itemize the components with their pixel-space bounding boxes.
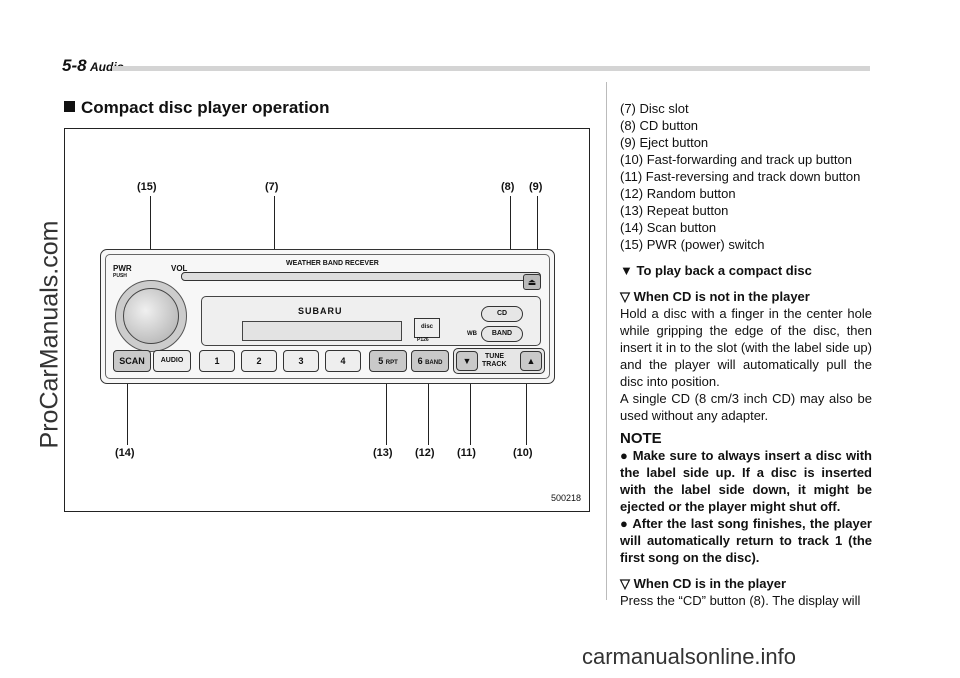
instruction-paragraph: A single CD (8 cm/3 inch CD) may also be… xyxy=(620,391,872,423)
instruction-paragraph: Press the “CD” button (8). The display w… xyxy=(620,593,861,608)
triangle-down-icon: ▼ xyxy=(462,356,472,366)
random-button[interactable]: 6 BAND xyxy=(411,350,449,372)
callout-14: (14) xyxy=(115,447,135,459)
side-watermark: ProCarManuals.com xyxy=(35,220,64,449)
header-rule xyxy=(112,66,870,71)
note-heading: NOTE xyxy=(620,430,662,447)
cd-button[interactable]: CD xyxy=(481,306,523,322)
leader-line xyxy=(150,196,151,289)
model-label: P126 xyxy=(417,337,429,343)
brand-logo: SUBARU xyxy=(298,306,343,316)
eject-icon: ⏏ xyxy=(527,277,537,287)
disc-slot[interactable] xyxy=(181,272,541,281)
preset-4-button[interactable]: 4 xyxy=(325,350,361,372)
subheading-cd-in-player: ▽ When CD is in the player xyxy=(620,576,787,591)
audio-button[interactable]: AUDIO xyxy=(153,350,191,372)
leader-line xyxy=(428,372,429,445)
leader-line xyxy=(127,375,128,445)
legend-item: (9) Eject button xyxy=(620,135,709,150)
instruction-paragraph: Hold a disc with a finger in the center … xyxy=(620,306,872,389)
note-item: ● Make sure to always insert a disc with… xyxy=(620,448,872,514)
track-up-button[interactable]: ▲ xyxy=(520,351,542,371)
pwr-label: PWR xyxy=(113,264,132,273)
column-divider xyxy=(606,82,607,600)
callout-9: (9) xyxy=(529,181,543,193)
legend-item: (8) CD button xyxy=(620,118,699,133)
callout-15: (15) xyxy=(137,181,157,193)
figure-id: 500218 xyxy=(550,493,581,503)
leader-line xyxy=(526,369,527,445)
knob-cap xyxy=(123,288,179,344)
triangle-up-icon: ▲ xyxy=(526,356,536,366)
preset-1-button[interactable]: 1 xyxy=(199,350,235,372)
callout-12: (12) xyxy=(415,447,435,459)
vol-label: VOL xyxy=(171,264,188,273)
legend-item: (12) Random button xyxy=(620,186,736,201)
push-label: PUSH xyxy=(113,273,127,279)
band-button[interactable]: BAND xyxy=(481,326,523,342)
tune-track-rocker: ▼ TUNE TRACK ▲ xyxy=(453,348,545,374)
legend-item: (15) PWR (power) switch xyxy=(620,237,765,252)
radio-unit: PWR PUSH VOL WEATHER BAND RECEVER ⏏ SUBA… xyxy=(100,249,555,384)
track-label: TRACK xyxy=(482,361,507,368)
callout-11: (11) xyxy=(457,447,476,459)
note-item: ● After the last song finishes, the play… xyxy=(620,516,872,565)
leader-line xyxy=(470,369,471,445)
scan-button[interactable]: SCAN xyxy=(113,350,151,372)
preset-3-button[interactable]: 3 xyxy=(283,350,319,372)
lcd-display xyxy=(242,321,402,341)
radio-figure: (15) (7) (8) (9) (14) (13) (12) (11) (10… xyxy=(64,128,590,512)
compact-disc-logo: disc xyxy=(414,318,440,338)
weather-band-label: WEATHER BAND RECEVER xyxy=(286,260,379,267)
legend-item: (11) Fast-reversing and track down butto… xyxy=(620,169,861,184)
subheading-cd-not-in-player: ▽ When CD is not in the player xyxy=(620,289,810,304)
callout-7: (7) xyxy=(265,181,279,193)
radio-faceplate xyxy=(105,254,550,379)
callout-10: (10) xyxy=(513,447,533,459)
wb-label: WB xyxy=(467,331,477,337)
legend-item: (14) Scan button xyxy=(620,220,717,235)
tune-label: TUNE xyxy=(485,353,505,360)
leader-line xyxy=(537,196,538,276)
page-title: Compact disc player operation xyxy=(64,98,329,118)
pwr-volume-knob[interactable] xyxy=(115,280,187,352)
leader-line xyxy=(386,372,387,445)
page-number: 5-8 xyxy=(62,56,87,75)
leader-line xyxy=(274,196,275,274)
right-column: (7) Disc slot (8) CD button (9) Eject bu… xyxy=(620,100,872,609)
legend-item: (7) Disc slot xyxy=(620,101,689,116)
preset-2-button[interactable]: 2 xyxy=(241,350,277,372)
subheading-play-back: ▼ To play back a compact disc xyxy=(620,263,812,278)
callout-8: (8) xyxy=(501,181,515,193)
eject-button[interactable]: ⏏ xyxy=(523,274,541,290)
legend-item: (13) Repeat button xyxy=(620,203,729,218)
repeat-button[interactable]: 5 RPT xyxy=(369,350,407,372)
square-bullet-icon xyxy=(64,101,75,112)
legend-item: (10) Fast-forwarding and track up button xyxy=(620,152,852,167)
callout-13: (13) xyxy=(373,447,393,459)
footer-watermark: carmanualsonline.info xyxy=(582,644,797,669)
track-down-button[interactable]: ▼ xyxy=(456,351,478,371)
